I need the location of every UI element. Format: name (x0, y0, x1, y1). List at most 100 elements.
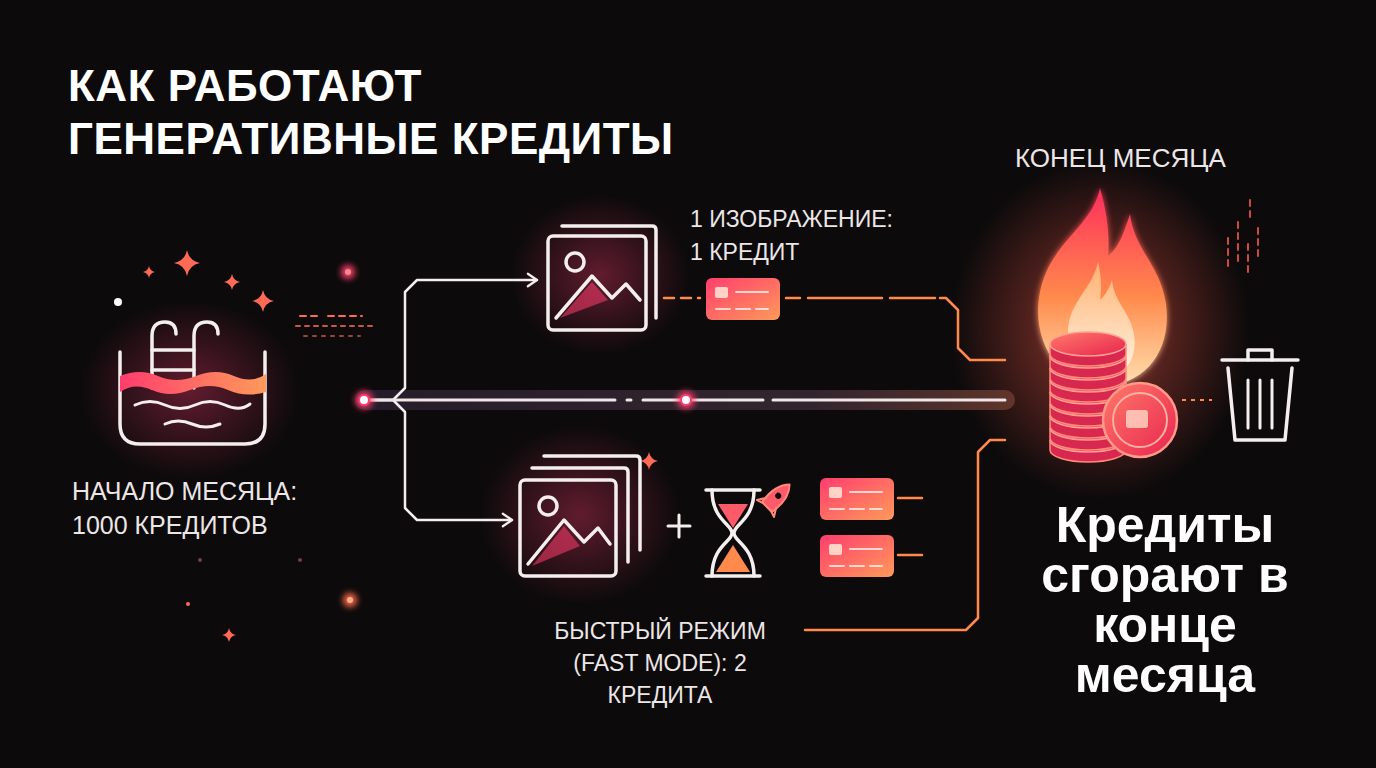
card-lead (898, 497, 922, 500)
timeline-dot (677, 391, 695, 409)
trash-icon (1222, 358, 1298, 362)
sparkle (143, 266, 155, 278)
trash-icon (1222, 350, 1298, 440)
credit-card (830, 549, 882, 566)
coin-stack (1050, 332, 1126, 366)
fire-icon (1038, 188, 1167, 386)
fast-mode-icon (520, 456, 798, 576)
speed-lines (304, 335, 360, 337)
pool-icon (120, 322, 266, 444)
sparkle (222, 628, 236, 642)
fast-mode-icon (761, 479, 795, 513)
image-icon (560, 282, 608, 318)
coin (1113, 393, 1167, 447)
title: КАК РАБОТАЮТ ГЕНЕРАТИВНЫЕ КРЕДИТЫ (68, 60, 798, 166)
glow (480, 425, 680, 605)
fast-mode-icon (520, 480, 616, 576)
coin (1103, 383, 1177, 457)
coin-stack (1050, 332, 1126, 356)
sparkle (143, 250, 658, 642)
card-lead (786, 297, 935, 300)
card-lead (664, 297, 700, 300)
fast-mode-icon (774, 492, 782, 500)
pool-icon (135, 402, 250, 409)
lead-connector (805, 440, 1005, 630)
fast-mode-icon (757, 494, 780, 517)
credit-card (829, 544, 842, 555)
glow-dot (198, 558, 202, 562)
node-label: 1 ИЗОБРАЖЕНИЕ: 1 КРЕДИТ (690, 203, 905, 270)
node-heading: КОНЕЦ МЕСЯЦА (1015, 143, 1305, 174)
pool-icon (152, 350, 194, 370)
credit-card (706, 278, 894, 577)
credit-card (820, 478, 894, 520)
fire-icon (1038, 188, 1167, 386)
image-icon (548, 226, 656, 330)
image-icon (566, 253, 584, 271)
credit-card (820, 535, 894, 577)
pool-icon (165, 421, 220, 427)
fast-mode-icon (706, 490, 760, 576)
credit-card (706, 278, 780, 320)
glow-dot (114, 298, 122, 306)
sparkle (252, 290, 274, 312)
glow (80, 300, 300, 480)
coin (1103, 383, 1177, 457)
glow-dot (114, 265, 357, 607)
glow-dot (343, 593, 357, 607)
trash-icon (1248, 380, 1272, 428)
trash-lead (1182, 399, 1212, 401)
arrow-connector (365, 280, 537, 400)
credit-card (820, 535, 894, 577)
coin (1126, 410, 1148, 428)
node-label: БЫСТРЫЙ РЕЖИМ (FAST MODE): 2 КРЕДИТА (540, 615, 780, 712)
glow-dot (341, 265, 355, 279)
credit-card (715, 287, 728, 298)
fast-mode-node: БЫСТРЫЙ РЕЖИМ (FAST MODE): 2 КРЕДИТА (515, 445, 805, 720)
image-icon (548, 236, 646, 330)
fire-icon (1038, 188, 1167, 386)
image-node: 1 ИЗОБРАЖЕНИЕ: 1 КРЕДИТ (540, 195, 940, 335)
timeline-dot (355, 391, 373, 409)
fast-mode-icon (668, 515, 690, 537)
speed-lines (296, 325, 372, 327)
glow-dot (298, 558, 302, 562)
image-icon (556, 276, 640, 318)
card-lead (898, 554, 922, 557)
pool-icon (120, 372, 266, 395)
fast-mode-icon (539, 497, 557, 515)
timeline-dot (359, 395, 369, 405)
pool-node: НАЧАЛО МЕСЯЦА: 1000 КРЕДИТОВ (60, 300, 365, 551)
card-lead (664, 298, 935, 555)
arrow-connector (365, 400, 512, 520)
burn-node: КОНЕЦ МЕСЯЦА Кредиты сгорают в конце меся… (1005, 135, 1323, 710)
burn-caption: Кредиты сгорают в конце месяца (1015, 500, 1315, 700)
glow-dot (186, 602, 190, 606)
fast-mode-icon (532, 526, 580, 566)
speed-lines (1228, 200, 1258, 272)
speed-lines (300, 315, 362, 317)
fast-mode-icon (757, 476, 798, 517)
trash-icon (1228, 368, 1292, 440)
timeline-band (355, 390, 1015, 410)
timeline-dot (681, 395, 691, 405)
credit-card (830, 492, 882, 509)
credit-card (829, 487, 842, 498)
node-label: НАЧАЛО МЕСЯЦА: 1000 КРЕДИТОВ (72, 475, 357, 543)
fast-mode-icon (718, 504, 748, 528)
timeline-dot (355, 391, 695, 409)
fast-mode-icon (716, 545, 750, 572)
sparkle (174, 250, 200, 276)
fast-mode-icon (712, 490, 754, 576)
credit-card (716, 292, 768, 309)
glow (510, 195, 690, 355)
sparkle (224, 274, 240, 290)
sparkle (640, 452, 658, 470)
credit-card (820, 478, 894, 520)
trash-icon (1248, 350, 1272, 360)
lead-connector (940, 298, 1005, 360)
glow (950, 160, 1250, 500)
glow-dot (347, 597, 353, 603)
credit-card (706, 278, 780, 320)
connector-layer (365, 280, 1005, 630)
